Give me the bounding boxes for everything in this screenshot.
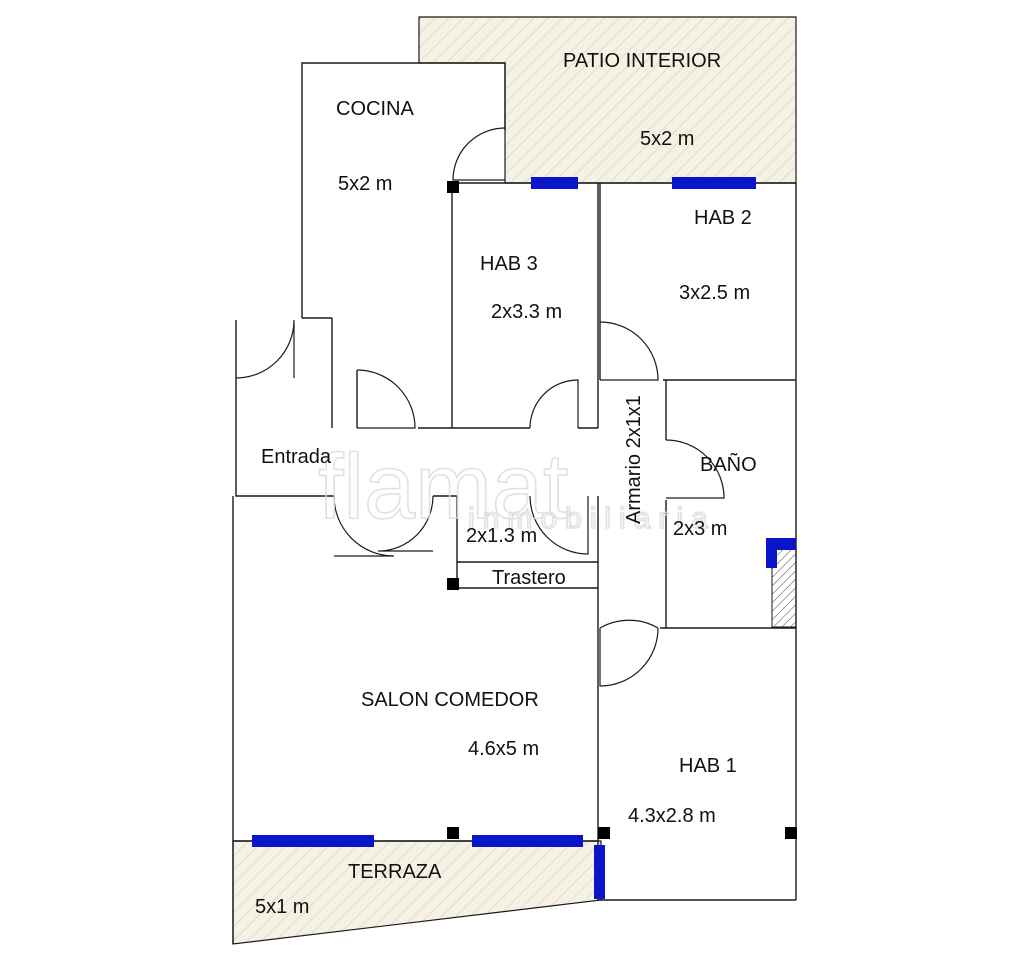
label-hab3: HAB 3 [480,253,538,275]
watermark-sub: inmobiliaria [468,502,716,535]
label-entrada: Entrada [261,446,332,468]
window-terraza-door [594,845,605,899]
label-patio-interior: PATIO INTERIOR [563,50,721,72]
window-bano-side [766,538,777,568]
label-cocina: COCINA [336,98,414,120]
room-labels: PATIO INTERIOR 5x2 m COCINA 5x2 m HAB 3 … [255,50,757,918]
label-hab2: HAB 2 [694,207,752,229]
column [447,181,459,193]
columns [447,181,797,839]
label-salon: SALON COMEDOR [361,689,539,711]
label-hab1: HAB 1 [679,755,737,777]
terraza-area [232,840,602,945]
label-bano: BAÑO [700,452,757,476]
window-salon-right [472,835,583,847]
watermark: flamat inmobiliaria [317,435,716,539]
size-terraza: 5x1 m [255,896,309,918]
size-hab2: 3x2.5 m [679,282,750,304]
doors [235,127,725,687]
window-hab2 [672,177,756,189]
watermark-brand: flamat [318,436,569,538]
column [598,827,610,839]
column [785,827,797,839]
size-bano: 2x3 m [673,518,727,540]
windows [252,177,796,899]
column [447,827,459,839]
size-hab1: 4.3x2.8 m [628,805,716,827]
window-salon-left [252,835,374,847]
window-hab3 [531,177,578,189]
size-salon: 4.6x5 m [468,738,539,760]
label-trastero: Trastero [492,567,566,589]
size-trastero: 2x1.3 m [466,525,537,547]
label-armario: Armario 2x1x1 [623,395,645,524]
size-patio-interior: 5x2 m [640,128,694,150]
size-cocina: 5x2 m [338,173,392,195]
column [447,578,459,590]
size-hab3: 2x3.3 m [491,301,562,323]
label-terraza: TERRAZA [348,861,442,883]
patio-interior-area [418,16,797,184]
